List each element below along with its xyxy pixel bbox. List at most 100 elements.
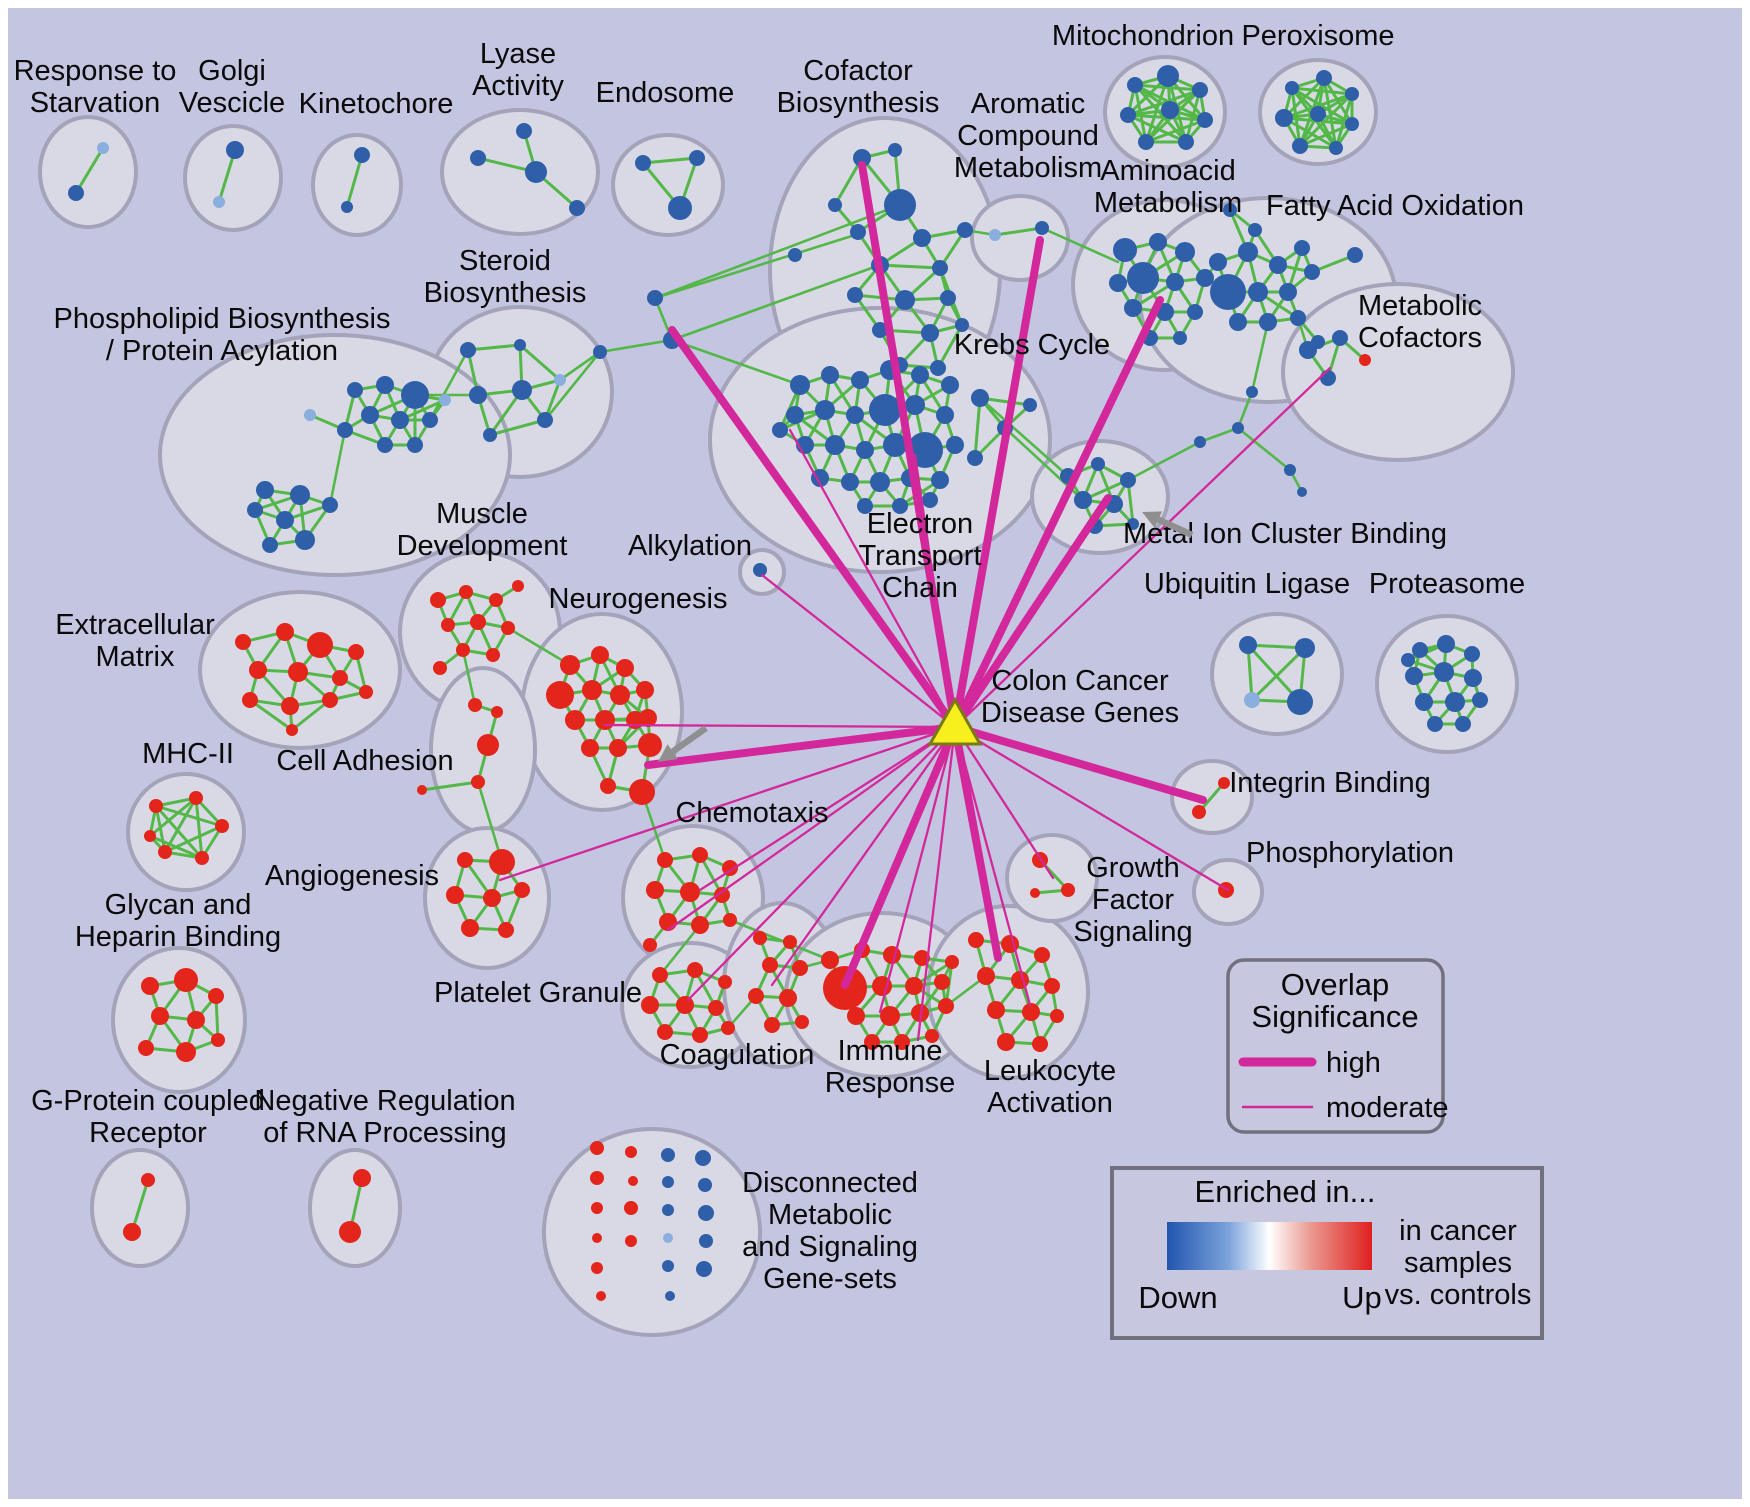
cluster-bubble-lyase-activity	[440, 108, 600, 236]
cell-motility-arrow-head	[658, 744, 678, 762]
edge-mhc-ii	[148, 834, 204, 860]
gene-set-node	[491, 706, 503, 718]
edge-mitochondrion	[1144, 118, 1207, 144]
inter-edge	[670, 338, 802, 387]
cluster-label-mhc-ii: MHC-II	[142, 738, 234, 770]
gene-set-node	[772, 422, 788, 438]
gene-set-node	[281, 697, 299, 715]
hub	[927, 696, 983, 746]
gene-set-node	[307, 632, 333, 658]
edge-ubiquitin-ligase	[1250, 646, 1307, 702]
gene-set-node	[811, 469, 829, 487]
gene-set-node	[1113, 238, 1137, 262]
disease-genes-triangle	[927, 696, 983, 746]
inter-edge	[978, 396, 1070, 478]
cluster-bubble-leukocyte-activation	[926, 904, 1090, 1080]
gene-set-node	[691, 916, 709, 934]
gene-set-node	[1269, 256, 1287, 274]
gene-set-node	[1178, 134, 1194, 150]
overlap-high	[951, 723, 1207, 804]
cluster-bubble-glycan-heparin-binding	[111, 946, 247, 1094]
gene-set-node	[646, 881, 664, 899]
gene-set-node	[441, 618, 455, 632]
gene-set-node	[97, 142, 109, 154]
edge-peroxisome	[1298, 92, 1354, 148]
gene-set-node	[792, 960, 808, 976]
gene-set-node	[187, 1011, 205, 1029]
edge-kinetochore	[345, 153, 364, 209]
gene-set-node	[641, 996, 659, 1014]
inter-edge	[653, 233, 857, 300]
overlap-high	[841, 723, 959, 989]
gene-set-node	[718, 975, 732, 989]
gene-set-node	[847, 1007, 865, 1025]
gene-set-node	[1194, 436, 1206, 448]
inter-edge	[653, 203, 902, 300]
gene-set-node	[377, 437, 393, 453]
gene-set-node	[1127, 77, 1143, 93]
gene-set-node	[1284, 464, 1296, 476]
gene-set-node	[376, 376, 394, 394]
gene-set-node	[1320, 370, 1336, 386]
gene-set-node	[422, 412, 438, 428]
gene-set-node	[461, 919, 479, 937]
cluster-label-proteasome: Proteasome	[1369, 568, 1525, 600]
gene-set-node	[1304, 264, 1320, 280]
gene-set-node	[1161, 101, 1179, 119]
gene-set-node	[195, 851, 209, 865]
gene-set-node	[1238, 242, 1258, 262]
gene-set-node	[783, 935, 797, 949]
gene-set-node	[864, 1034, 880, 1050]
gene-set-node	[692, 847, 708, 863]
gene-set-node	[821, 951, 839, 969]
cluster-bubble-kinetochore	[311, 133, 403, 237]
gene-set-node	[931, 471, 949, 489]
gene-set-node	[433, 661, 447, 675]
gene-set-node	[226, 141, 244, 159]
gene-set-node	[138, 1040, 154, 1056]
metal-ion-arrow-head	[1142, 511, 1163, 528]
gene-set-node	[215, 819, 229, 833]
gene-set-node	[659, 913, 677, 931]
gene-set-node	[1259, 313, 1277, 331]
gene-set-node	[1232, 422, 1244, 434]
gene-set-node	[247, 502, 263, 518]
gene-set-node	[790, 375, 810, 395]
gene-set-node	[1091, 457, 1105, 471]
edge-peroxisome	[1282, 76, 1326, 120]
gene-set-node	[628, 1176, 638, 1186]
gene-set-node	[1239, 636, 1257, 654]
gene-set-node	[537, 412, 553, 428]
inter-edge	[1250, 320, 1270, 394]
cluster-label-peroxisome: Peroxisome	[1241, 20, 1394, 52]
cluster-label-kinetochore: Kinetochore	[299, 88, 454, 120]
overlap-moderate	[878, 725, 957, 1014]
edge-extracellular-matrix	[248, 698, 294, 732]
gene-set-node	[1124, 299, 1142, 317]
gene-set-node	[657, 852, 673, 868]
cluster-label-coagulation: Coagulation	[660, 1039, 815, 1071]
gene-set-node	[560, 655, 580, 675]
gene-set-node	[486, 648, 500, 662]
inter-edge	[1198, 426, 1240, 444]
gene-set-node	[1275, 109, 1293, 127]
gene-set-node	[590, 1171, 604, 1185]
gene-set-node	[1050, 1009, 1064, 1023]
edge-golgi-vescicle	[217, 148, 237, 204]
gene-set-node	[914, 950, 930, 966]
inter-edge	[1126, 440, 1202, 482]
overlap-moderate	[760, 573, 957, 729]
overlap-moderate	[686, 725, 957, 1002]
gene-set-node	[569, 200, 585, 216]
gene-set-node	[361, 406, 379, 424]
gene-set-node	[290, 485, 310, 505]
gene-set-node	[1292, 138, 1308, 154]
gene-set-node	[581, 739, 599, 757]
gene-set-node	[489, 849, 515, 875]
gene-set-node	[940, 290, 956, 306]
